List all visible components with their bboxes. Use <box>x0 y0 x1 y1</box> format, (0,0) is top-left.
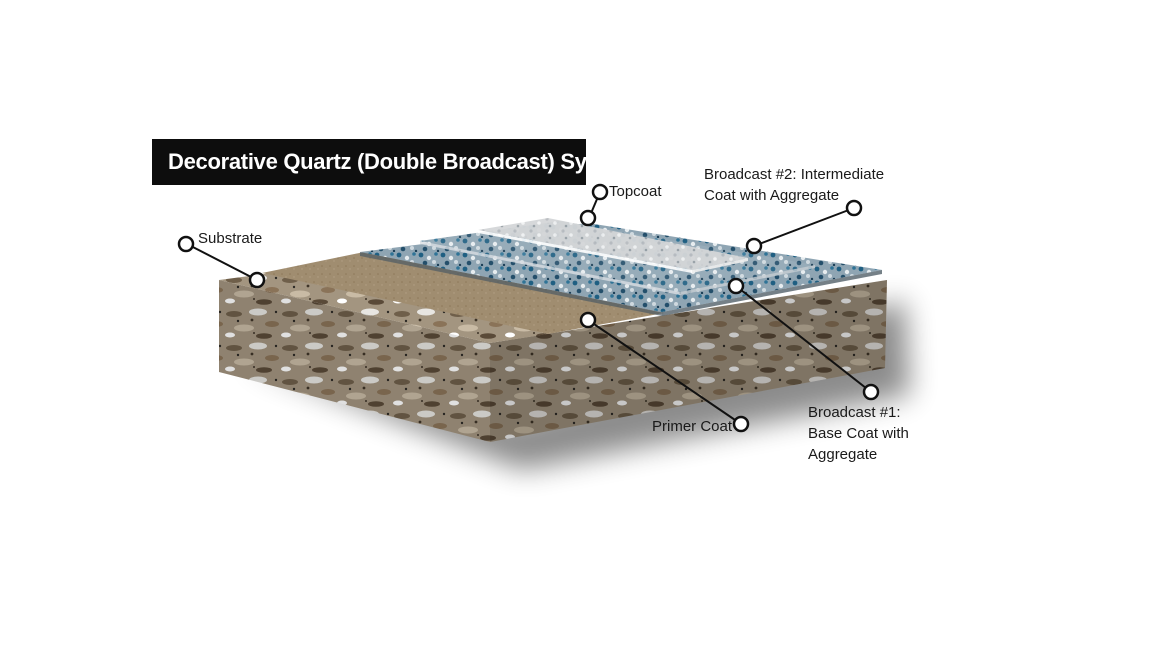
broadcast-1-label: Broadcast #1: Base Coat with Aggregate <box>808 402 909 465</box>
broadcast-1-label-line-2: Base Coat with <box>808 425 909 442</box>
primer-coat-layer <box>262 252 664 334</box>
substrate-marker <box>248 271 266 289</box>
broadcast-2-marker <box>745 237 763 255</box>
broadcast-1-marker <box>727 277 745 295</box>
broadcast-2-marker-end <box>845 199 863 217</box>
primer-marker <box>579 311 597 329</box>
broadcast-1-label-line-3: Aggregate <box>808 446 878 463</box>
topcoat-marker <box>579 209 597 227</box>
leader-lines <box>186 191 872 425</box>
substrate-marker-end <box>177 235 195 253</box>
broadcast-2-label: Broadcast #2: Intermediate Coat with Agg… <box>704 164 884 206</box>
diagram-title: Decorative Quartz (Double Broadcast) Sys… <box>152 139 637 185</box>
substrate-front-face <box>219 280 490 442</box>
markers <box>177 183 880 433</box>
broadcast-2-label-line-1: Broadcast #2: Intermediate <box>704 166 885 183</box>
substrate-top <box>219 272 548 343</box>
broadcast-1-marker-end <box>862 383 880 401</box>
primer-coat-label: Primer Coat <box>652 418 733 435</box>
broadcast-1-label-line-1: Broadcast #1: <box>808 404 901 421</box>
primer-marker-end <box>732 415 750 433</box>
substrate-label: Substrate <box>198 230 263 247</box>
topcoat-layer <box>478 218 748 270</box>
substrate-right-face <box>490 280 887 442</box>
topcoat-marker-end <box>591 183 609 201</box>
broadcast-2-label-line-2: Coat with Aggregate <box>704 187 840 204</box>
topcoat-label: Topcoat <box>609 183 662 200</box>
